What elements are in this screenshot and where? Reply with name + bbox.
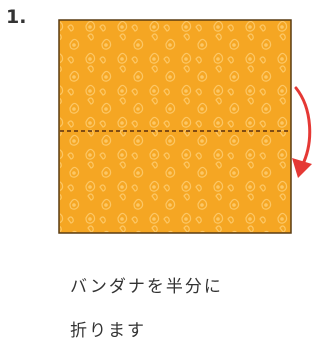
caption-line-2: 折ります	[70, 321, 146, 341]
bandana-pattern	[60, 21, 290, 232]
fold-diagram	[58, 19, 312, 234]
caption-line-1: バンダナを半分に	[70, 277, 223, 297]
step-number: 1.	[6, 6, 27, 28]
curved-arrow-down-icon	[292, 86, 312, 178]
